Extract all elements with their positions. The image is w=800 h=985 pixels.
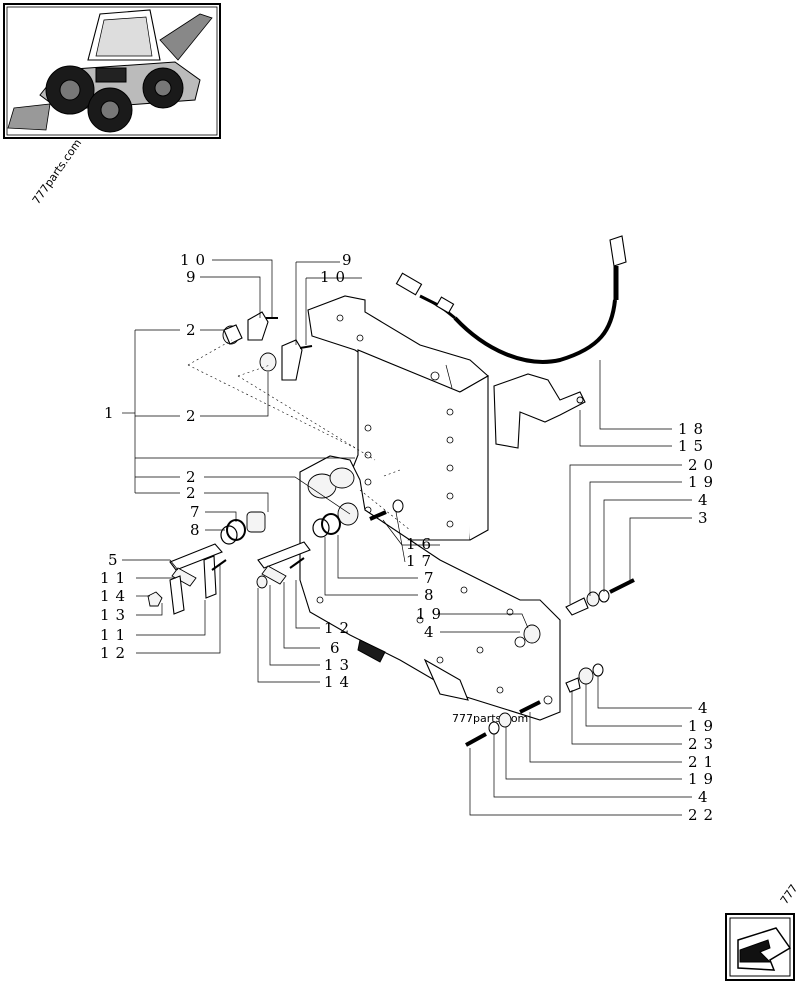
callout-13: 13 xyxy=(100,606,131,624)
arrow-return-icon[interactable] xyxy=(725,913,795,981)
callout-19: 19 xyxy=(688,770,719,788)
callout-2: 2 xyxy=(186,468,202,486)
side-bracket xyxy=(493,373,586,449)
callout-4: 4 xyxy=(698,788,714,806)
backhoe-loader-thumbnail-icon xyxy=(3,3,221,139)
callout-4: 4 xyxy=(424,623,440,641)
hinge-parts xyxy=(147,499,404,615)
callout-2: 2 xyxy=(186,484,202,502)
callout-11: 11 xyxy=(100,626,131,644)
leader-lines xyxy=(122,259,692,816)
callout-12: 12 xyxy=(324,619,355,637)
callout-19: 19 xyxy=(416,605,447,623)
callout-10: 10 xyxy=(320,268,351,286)
callout-2: 2 xyxy=(186,407,202,425)
watermark-text: 777 xyxy=(778,882,800,907)
callout-14: 14 xyxy=(324,673,355,691)
callout-14: 14 xyxy=(100,587,131,605)
callout-9: 9 xyxy=(342,251,358,269)
callout-6: 6 xyxy=(330,639,346,657)
callout-19: 19 xyxy=(688,473,719,491)
callout-13: 13 xyxy=(324,656,355,674)
callout-8: 8 xyxy=(424,586,440,604)
callout-4: 4 xyxy=(698,699,714,717)
bracket-assembly xyxy=(299,295,561,721)
callout-1: 1 xyxy=(104,404,120,422)
callout-11: 11 xyxy=(100,569,131,587)
callout-4: 4 xyxy=(698,491,714,509)
callout-10: 10 xyxy=(180,251,211,269)
callout-7: 7 xyxy=(424,569,440,587)
callout-22: 22 xyxy=(688,806,719,824)
callout-12: 12 xyxy=(100,644,131,662)
callout-7: 7 xyxy=(190,503,206,521)
callout-19: 19 xyxy=(688,717,719,735)
callout-9: 9 xyxy=(186,268,202,286)
callout-labels: 10 9 9 10 2 1 2 2 2 7 8 16 5 17 11 7 14 … xyxy=(100,251,719,824)
callout-23: 23 xyxy=(688,735,719,753)
callout-2: 2 xyxy=(186,321,202,339)
callout-8: 8 xyxy=(190,521,206,539)
assembly-dash-lines xyxy=(187,339,411,531)
watermark-text: 777parts.com xyxy=(30,137,84,207)
callout-3: 3 xyxy=(698,509,714,527)
callout-15: 15 xyxy=(678,437,709,455)
callout-18: 18 xyxy=(678,420,709,438)
callout-16: 16 xyxy=(406,535,437,553)
cable-icon xyxy=(395,235,627,364)
callout-21: 21 xyxy=(688,753,719,771)
callout-5: 5 xyxy=(108,551,124,569)
watermark-text: 777parts.com xyxy=(452,712,528,725)
upper-bushings xyxy=(222,311,313,381)
callout-17: 17 xyxy=(406,552,437,570)
callout-20: 20 xyxy=(688,456,719,474)
